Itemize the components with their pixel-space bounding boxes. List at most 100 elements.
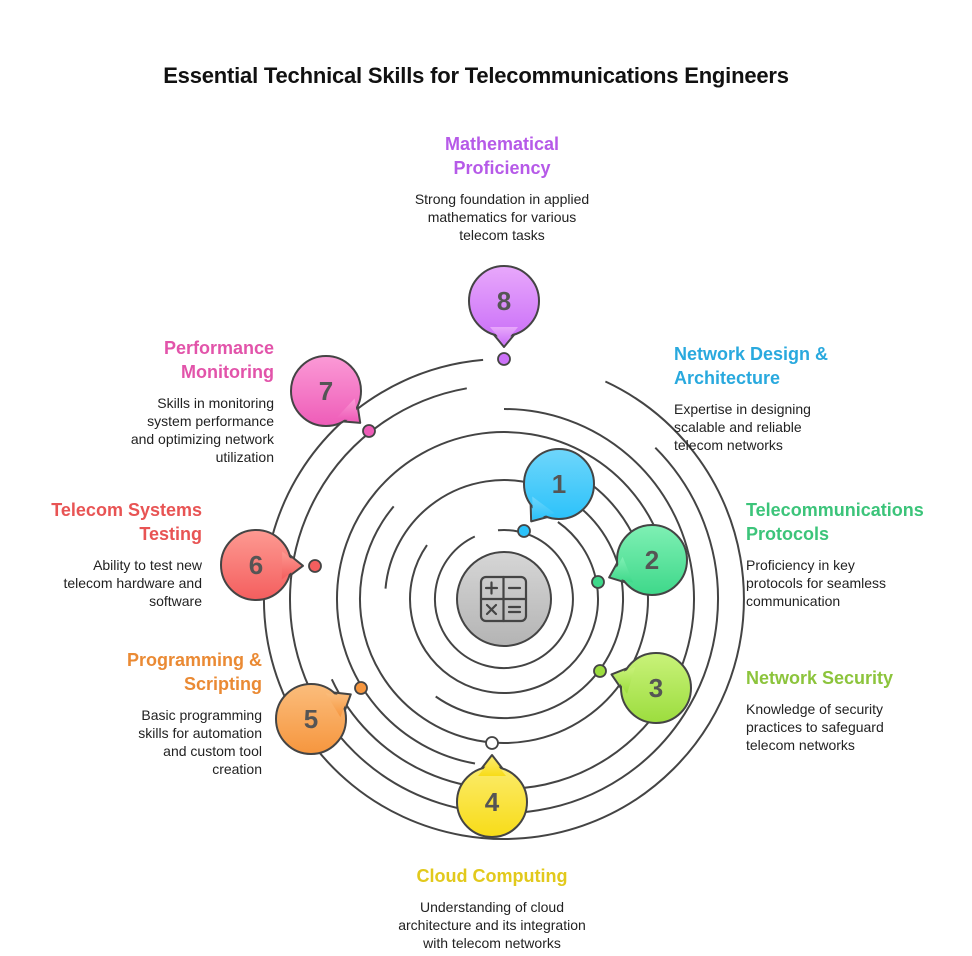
- skill-title-line: Programming &: [126, 650, 262, 670]
- orbit-marker-dot: [517, 524, 531, 538]
- skill-description-line: Skills in monitoring: [157, 395, 274, 411]
- skill-bubble-5: 5: [275, 681, 368, 755]
- skill-description: Strong foundation in applied mathematics …: [384, 190, 620, 244]
- skill-description-line: Basic programming: [141, 707, 262, 723]
- skill-description-line: utilization: [215, 449, 274, 465]
- skill-description: Knowledge of security practices to safegu…: [746, 700, 893, 754]
- skill-title-line: Telecom Systems: [51, 500, 202, 520]
- skill-description: Proficiency in key protocols for seamless…: [746, 556, 924, 610]
- orbit-marker-dot: [593, 664, 607, 678]
- orbit-ring: [262, 358, 745, 840]
- orbit-ring: [336, 431, 662, 765]
- skill-title-line: Proficiency: [453, 158, 551, 178]
- skill-description-line: Proficiency in key: [746, 557, 855, 573]
- bubble-circle: [290, 355, 362, 427]
- skill-title-line: Telecommunications: [746, 500, 924, 520]
- skill-title: Cloud Computing: [356, 864, 628, 888]
- skill-title: Network Security: [746, 666, 893, 690]
- skill-description-line: and custom tool: [163, 743, 262, 759]
- skill-description-line: and optimizing network: [130, 431, 274, 447]
- skill-bubble-6: 6: [220, 529, 322, 601]
- skill-description-line: Strong foundation in applied: [414, 191, 590, 207]
- orbit-marker-dot: [485, 736, 499, 750]
- skill-description: Ability to test new telecom hardware and s…: [51, 556, 202, 610]
- skill-title-line: Scripting: [183, 674, 262, 694]
- skill-description-line: software: [149, 593, 202, 609]
- bubble-circle: [523, 448, 595, 520]
- skill-description: Understanding of cloud architecture and i…: [356, 898, 628, 952]
- skill-title-line: Network Security: [746, 668, 894, 688]
- skill-number: 4: [485, 787, 500, 817]
- skill-number: 2: [645, 545, 659, 575]
- skill-description-line: telecom tasks: [459, 227, 545, 243]
- skill-description-line: telecom hardware and: [63, 575, 202, 591]
- skill-bubble-7: 7: [290, 355, 376, 438]
- skill-bubble-8: 8: [468, 265, 540, 366]
- orbit-marker-dot: [362, 424, 376, 438]
- skill-description: Skills in monitoring system performance an…: [131, 394, 274, 466]
- skill-number: 8: [497, 286, 511, 316]
- skill-title: Programming & Scripting: [127, 648, 262, 696]
- skill-title-line: Performance: [163, 338, 274, 358]
- skill-description-line: Expertise in designing: [674, 401, 811, 417]
- skill-title: Network Design & Architecture: [674, 342, 828, 390]
- skill-description-line: system performance: [147, 413, 274, 429]
- orbit-marker-dot: [497, 352, 511, 366]
- bubble-circle: [275, 683, 347, 755]
- skill-number: 3: [649, 673, 663, 703]
- skill-description-line: telecom networks: [746, 737, 855, 753]
- skill-description-line: Knowledge of security: [746, 701, 883, 717]
- page-title: Essential Technical Skills for Telecommu…: [163, 63, 789, 88]
- skill-description-line: Ability to test new: [93, 557, 202, 573]
- skill-description-line: practices to safeguard: [746, 719, 884, 735]
- orbit-marker-dot: [354, 681, 368, 695]
- skill-number: 1: [552, 469, 566, 499]
- skill-description: Basic programming skills for automation an…: [127, 706, 262, 778]
- skill-description-line: communication: [746, 593, 841, 609]
- skill-bubble-1: 1: [517, 448, 595, 538]
- skill-number: 5: [304, 704, 318, 734]
- skill-title-line: Monitoring: [181, 362, 274, 382]
- skill-title-line: Mathematical: [444, 134, 560, 154]
- skill-description-line: telecom networks: [674, 437, 783, 453]
- skill-title-line: Cloud Computing: [416, 866, 568, 886]
- skill-description-line: Understanding of cloud: [420, 899, 564, 915]
- orbit-marker-dot: [308, 559, 322, 573]
- skill-description-line: skills for automation: [138, 725, 262, 741]
- skill-title-line: Architecture: [674, 368, 781, 388]
- bubble-circle: [620, 652, 692, 724]
- skill-title-line: Protocols: [746, 524, 830, 544]
- skill-number: 6: [249, 550, 263, 580]
- skill-description-line: creation: [212, 761, 262, 777]
- calculator-icon: [479, 575, 528, 623]
- skill-description-line: architecture and its integration: [398, 917, 586, 933]
- skill-title-line: Testing: [139, 524, 202, 544]
- skill-number: 7: [319, 376, 333, 406]
- center-hub: [456, 551, 552, 647]
- orbit-ring: [384, 479, 625, 720]
- skill-description-line: with telecom networks: [423, 935, 561, 951]
- orbit-ring: [434, 529, 574, 669]
- bubble-circle: [616, 524, 688, 596]
- skill-description-line: protocols for seamless: [746, 575, 887, 591]
- skill-title-line: Network Design &: [674, 344, 829, 364]
- skill-description-line: scalable and reliable: [674, 419, 802, 435]
- orbit-ring: [289, 387, 719, 814]
- skill-description: Expertise in designing scalable and relia…: [674, 400, 828, 454]
- skill-bubble-4: 4: [456, 736, 528, 838]
- skill-description-line: mathematics for various: [427, 209, 577, 225]
- orbit-marker-dot: [591, 575, 605, 589]
- skill-bubble-3: 3: [593, 652, 692, 724]
